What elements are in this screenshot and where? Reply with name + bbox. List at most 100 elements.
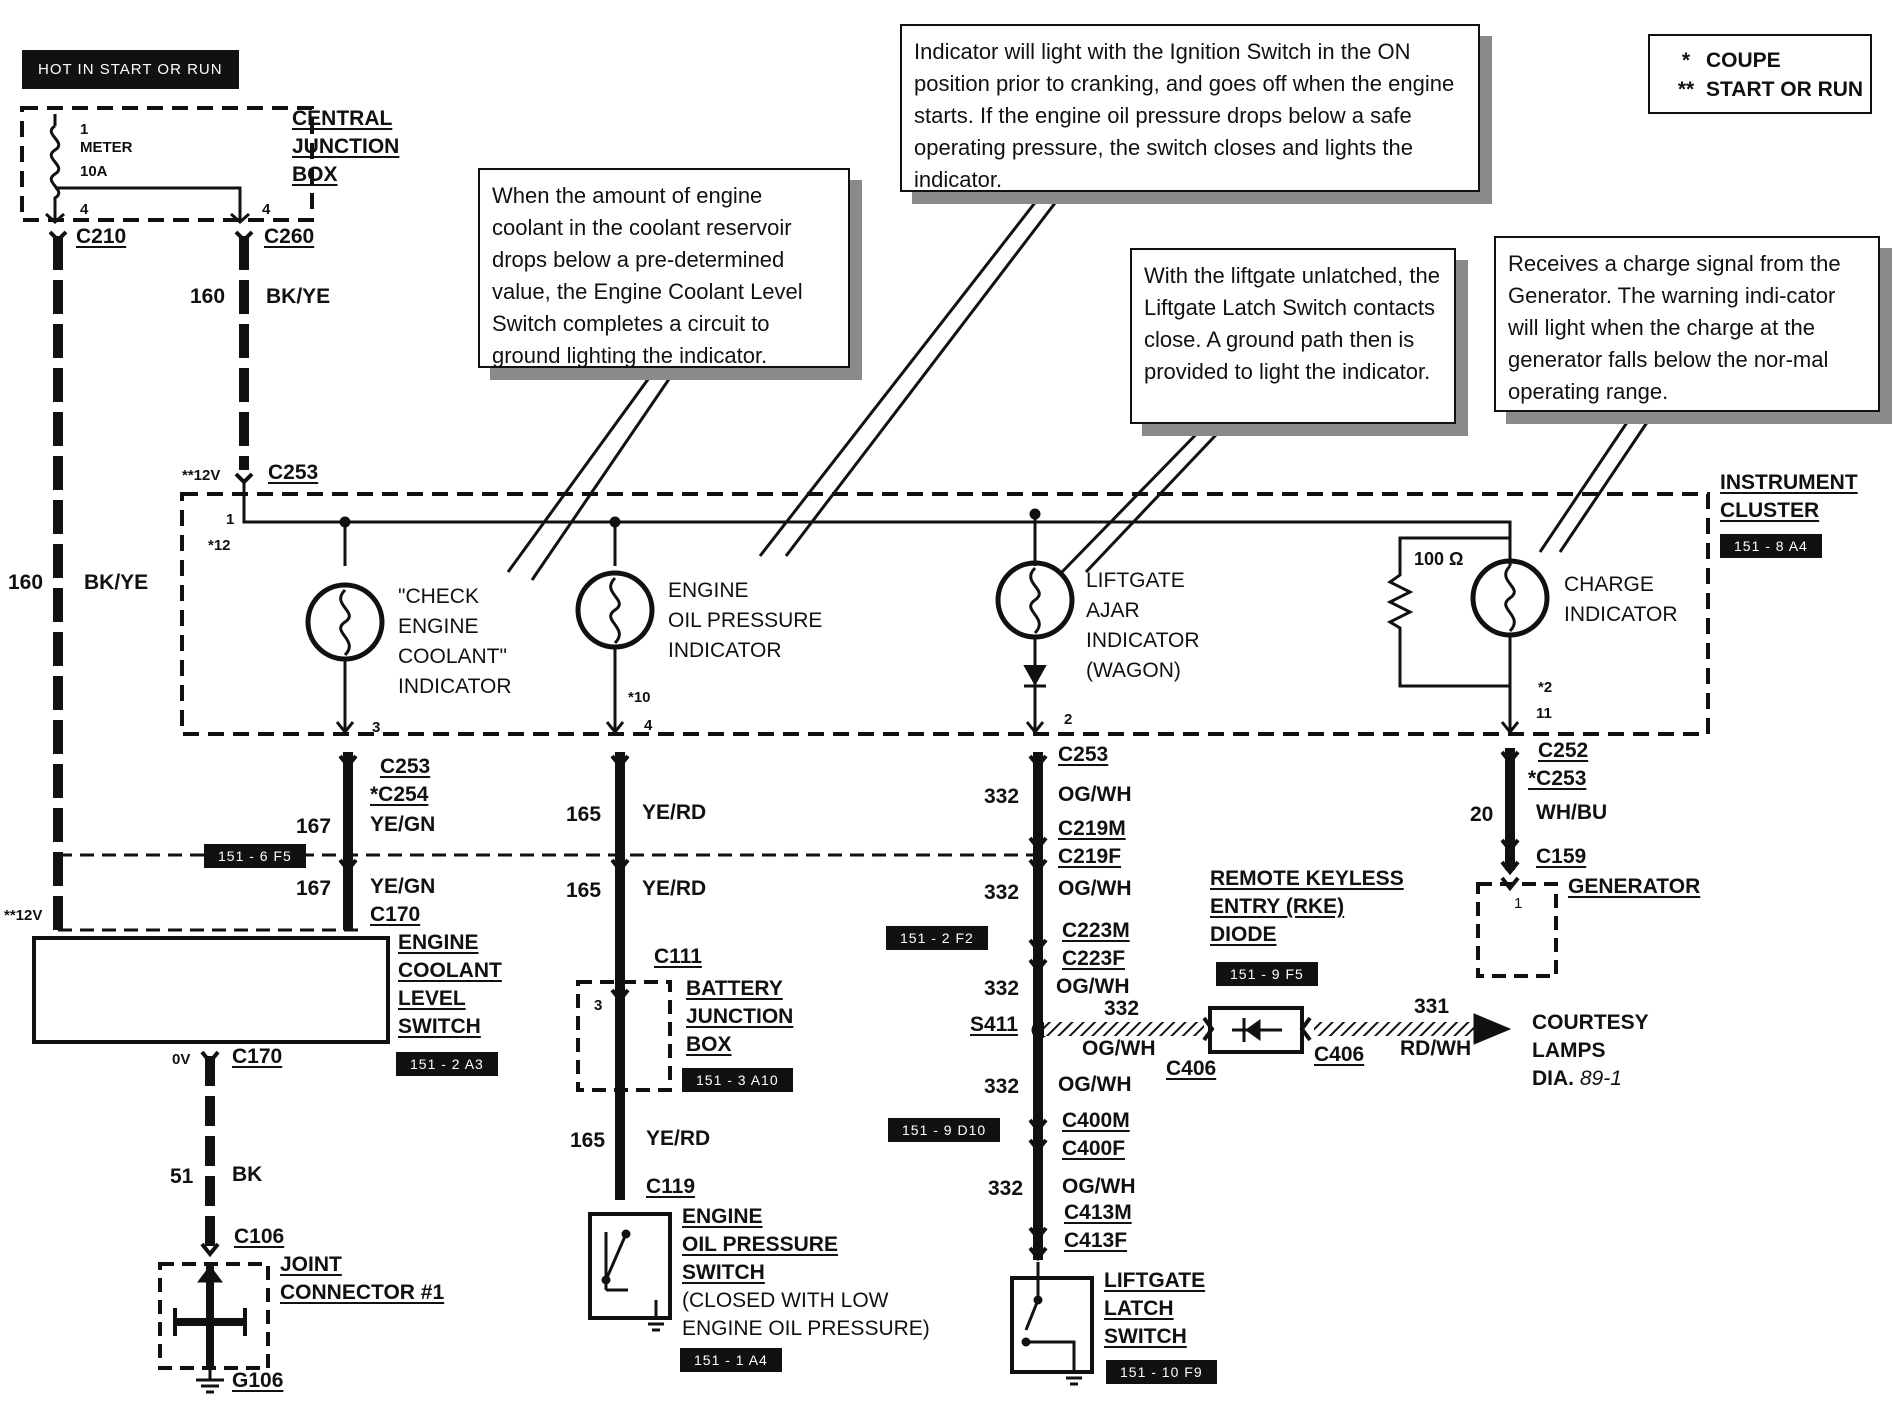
lg-color4: OG/WH (1058, 1073, 1132, 1096)
coolant-conn2: *C254 (370, 783, 429, 806)
courtesy-dia-page: 89-1 (1579, 1067, 1622, 1090)
instrument-cluster-outline (180, 492, 1710, 736)
coolant-color3: BK (232, 1163, 263, 1186)
bjb-title-2: JUNCTION (686, 1005, 794, 1028)
liftgate-ind-1: LIFTGATE (1086, 569, 1185, 592)
lg-circuit2: 332 (984, 881, 1020, 904)
ops-title-3: SWITCH (682, 1261, 765, 1284)
coolant-circuit3: 51 (170, 1165, 194, 1188)
charge-ind-1: CHARGE (1564, 573, 1654, 596)
note-oil: Indicator will light with the Ignition S… (900, 24, 1480, 192)
liftgate-ind-2: AJAR (1086, 599, 1140, 622)
left-wire-circuit: 160 (8, 571, 44, 594)
rke-ref: 151 - 9 F5 (1216, 962, 1318, 986)
charge-pin: 11 (1536, 705, 1552, 722)
ecls-title-1: ENGINE (398, 931, 479, 954)
generator-box (1476, 882, 1558, 978)
lg-circuit3: 332 (984, 977, 1020, 1000)
battery-junction-box (576, 980, 672, 1092)
chg-conn3: C159 (1536, 845, 1587, 868)
legend-box: *COUPE **START OR RUN (1648, 34, 1872, 114)
coolant-conn1: C253 (380, 755, 431, 778)
feed-pin: 1 (226, 511, 235, 528)
rke-title-3: DIODE (1210, 923, 1277, 946)
charge-ind-2: INDICATOR (1564, 603, 1678, 626)
fuse-name: METER (80, 139, 133, 156)
ops-note-2: ENGINE OIL PRESSURE) (682, 1317, 930, 1340)
fuse-rating: 10A (80, 163, 108, 180)
left-wire-voltage: **12V (4, 907, 43, 924)
rke-title-2: ENTRY (RKE) (1210, 895, 1345, 918)
chg-color: WH/BU (1536, 801, 1608, 824)
lg-conn3b: C223F (1062, 947, 1126, 970)
note-coolant: When the amount of engine coolant in the… (478, 168, 850, 368)
lamp-coolant (305, 582, 385, 662)
courtesy-lamps-2: LAMPS (1532, 1039, 1606, 1062)
lamp-charge (1470, 558, 1550, 638)
lls-title-3: SWITCH (1104, 1325, 1187, 1348)
oil-pin: 4 (644, 717, 653, 734)
lg-color2: OG/WH (1058, 877, 1132, 900)
legend-start-or-run: **START OR RUN (1677, 78, 1864, 101)
hot-banner: HOT IN START OR RUN (22, 50, 239, 89)
coolant-color2: YE/GN (370, 875, 436, 898)
courtesy-lamps-1: COURTESY (1532, 1011, 1649, 1034)
cluster-title-2: CLUSTER (1720, 499, 1820, 522)
lg-circuit5: 332 (988, 1177, 1024, 1200)
lg-conn4a: C400M (1062, 1109, 1130, 1132)
lg-conn2b: C219F (1058, 845, 1122, 868)
generator-title: GENERATOR (1568, 875, 1701, 898)
coolant-ref: 151 - 6 F5 (204, 844, 306, 868)
oil-color2: YE/RD (642, 877, 707, 900)
chg-circuit: 20 (1470, 803, 1494, 826)
coolant-conn3: C170 (370, 903, 421, 926)
ground-g106-label: G106 (232, 1369, 284, 1392)
ecls-voltage: 0V (172, 1051, 191, 1068)
cjb-title-2: JUNCTION (292, 135, 400, 158)
note-liftgate: With the liftgate unlatched, the Liftgat… (1130, 248, 1456, 424)
coolant-conn5: C106 (234, 1225, 285, 1248)
chg-conn1: C252 (1538, 739, 1589, 762)
coolant-level-switch-box (32, 936, 390, 1044)
cluster-ref: 151 - 8 A4 (1720, 534, 1822, 558)
courtesy-dia-label: DIA. (1532, 1067, 1574, 1090)
joint-title-2: CONNECTOR #1 (280, 1281, 445, 1304)
coolant-circuit2: 167 (296, 877, 332, 900)
ops-note-1: (CLOSED WITH LOW (682, 1289, 889, 1312)
lamp-oil (575, 570, 655, 650)
liftgate-latch-switch-box (1010, 1276, 1094, 1374)
coolant-color1: YE/GN (370, 813, 436, 836)
lg-circuit4: 332 (984, 1075, 1020, 1098)
lg-conn1: C253 (1058, 743, 1109, 766)
cluster-title-1: INSTRUMENT (1720, 471, 1858, 494)
lg-conn3a: C223M (1062, 919, 1130, 942)
feed-pin-note: *12 (208, 537, 231, 554)
coolant-circuit1: 167 (296, 815, 332, 838)
oil-circuit1: 165 (566, 803, 602, 826)
lg-conn5a: C413M (1064, 1201, 1132, 1224)
rke-circuit-out: 331 (1414, 995, 1450, 1018)
oil-pressure-switch-box (588, 1212, 672, 1320)
oil-ind-3: INDICATOR (668, 639, 782, 662)
ecls-title-4: SWITCH (398, 1015, 481, 1038)
ecls-title-2: COOLANT (398, 959, 502, 982)
ground-g106 (196, 1368, 224, 1394)
lg-circuit1: 332 (984, 785, 1020, 808)
oil-ind-2: OIL PRESSURE (668, 609, 823, 632)
rke-color-out: RD/WH (1400, 1037, 1472, 1060)
lg-conn4b: C400F (1062, 1137, 1126, 1160)
lg-conn5b: C413F (1064, 1229, 1128, 1252)
liftgate-ind-4: (WAGON) (1086, 659, 1181, 682)
lg-color5: OG/WH (1062, 1175, 1136, 1198)
fuse-symbol (49, 114, 61, 222)
lls-title-2: LATCH (1104, 1297, 1174, 1320)
chg-conn2: *C253 (1528, 767, 1587, 790)
lg-conn2a: C219M (1058, 817, 1126, 840)
coolant-conn4: C170 (232, 1045, 283, 1068)
lg-color3: OG/WH (1056, 975, 1130, 998)
coolant-ind-4: INDICATOR (398, 675, 512, 698)
coolant-ind-1: "CHECK (398, 585, 479, 608)
charge-resistor-label: 100 Ω (1414, 549, 1464, 569)
liftgate-ind-3: INDICATOR (1086, 629, 1200, 652)
